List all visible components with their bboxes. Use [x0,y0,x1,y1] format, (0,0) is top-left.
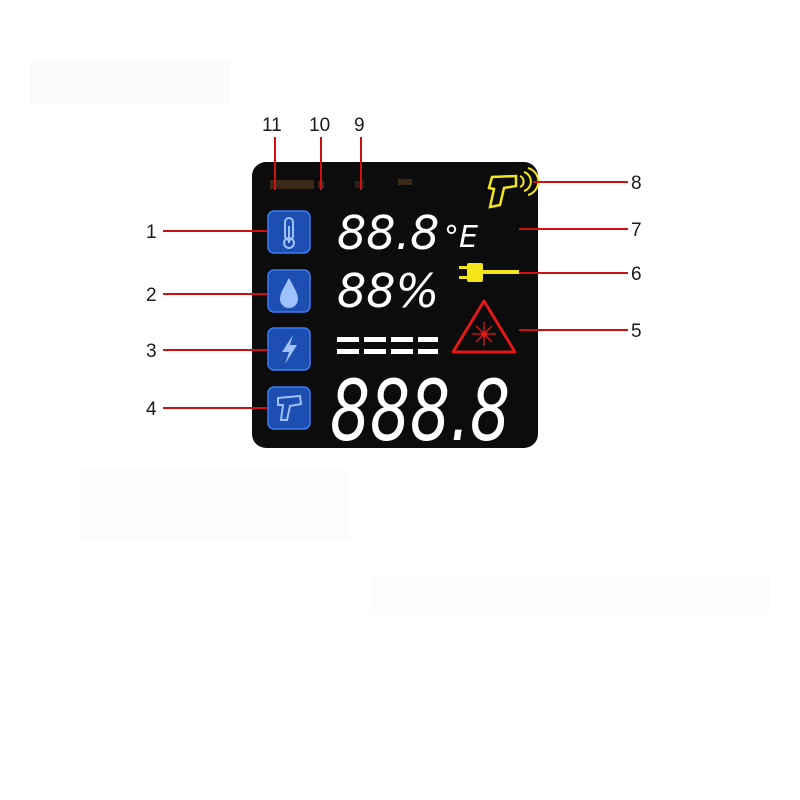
callout-4: 4 [146,399,157,420]
thermocouple-plug-icon [459,263,519,282]
main-reading: 888.8 [330,362,510,460]
callout-11: 11 [262,115,282,136]
callout-1: 1 [146,222,157,243]
ir-gun-icon [267,386,311,430]
callout-9: 9 [354,115,365,136]
callout-leaders [163,137,628,409]
segment-9-indicator [355,181,364,188]
lightning-icon [267,327,311,371]
callout-10: 10 [309,115,330,136]
thermometer-icon [267,210,311,254]
laser-warning-icon [451,299,517,354]
background-ghost [30,60,230,105]
temp-reading: 88.8 [337,206,439,260]
background-ghost [370,575,770,615]
callout-7: 7 [631,220,642,241]
battery-bar-icon [270,180,314,189]
callout-3: 3 [146,341,157,362]
callout-2: 2 [146,285,157,306]
lcd-panel [252,162,538,448]
callout-6: 6 [631,264,642,285]
bar-segments [337,337,438,354]
humidity-reading: 88% [337,264,439,318]
status-dot-indicator [398,179,412,185]
temp-unit: °E [444,220,478,255]
callout-8: 8 [631,173,642,194]
background-ghost [80,470,350,540]
water-drop-icon [267,269,311,313]
callout-5: 5 [631,321,642,342]
